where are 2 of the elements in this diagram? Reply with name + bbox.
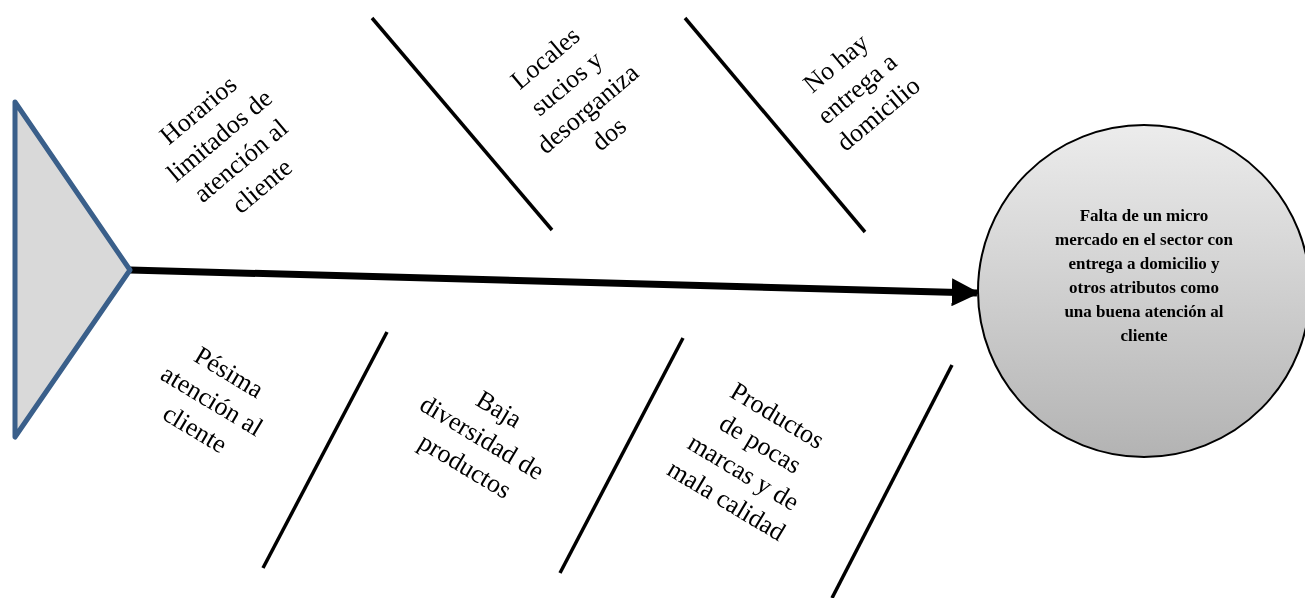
problem-text: Falta de un micro mercado en el sector con entrega a domicilio y otros atributos como una buena atención al cliente [1055,205,1233,347]
fish-tail-triangle [12,99,134,441]
